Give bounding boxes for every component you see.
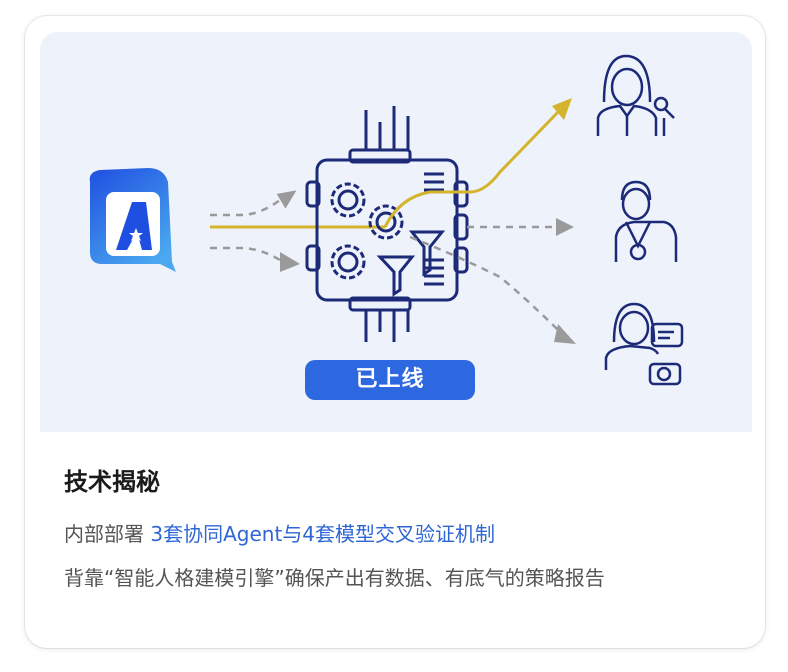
app-logo-icon (89, 168, 176, 272)
speaker-with-microphone-icon (596, 54, 675, 136)
description-prefix: 内部部署 (64, 522, 151, 546)
status-badge: 已上线 (305, 360, 475, 400)
photographer-with-chat-icon (604, 302, 684, 386)
section-title: 技术揭秘 (64, 468, 160, 496)
description-line-1: 内部部署 3套协同Agent与4套模型交叉验证机制 (64, 518, 495, 547)
description-line-2: 背靠“智能人格建模引擎”确保产出有数据、有底气的策略报告 (64, 566, 605, 590)
medal-winner-icon (614, 180, 678, 262)
processing-chip-icon (305, 106, 469, 342)
description-highlight: 3套协同Agent与4套模型交叉验证机制 (150, 522, 496, 546)
